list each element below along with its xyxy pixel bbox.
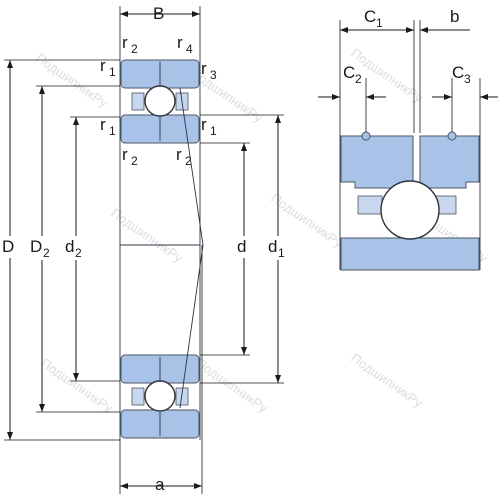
- inner-ring-detail: [340, 237, 480, 271]
- label-r3: r: [201, 59, 207, 78]
- svg-text:2: 2: [131, 42, 138, 56]
- svg-text:1: 1: [376, 16, 383, 30]
- svg-text:2: 2: [355, 72, 362, 86]
- cage-top-left: [131, 92, 145, 111]
- ball-bottom: [144, 380, 176, 412]
- contact-line-bottom: [179, 244, 204, 409]
- label-r2-top: r: [122, 33, 128, 52]
- label-r2-mid-left: r: [122, 145, 128, 164]
- svg-text:3: 3: [210, 68, 217, 82]
- label-C3: C: [452, 63, 464, 82]
- label-r1-top: r: [100, 56, 106, 75]
- label-r1-mid-right: r: [201, 115, 207, 134]
- svg-text:3: 3: [464, 72, 471, 86]
- label-r2-mid-right: r: [176, 145, 182, 164]
- label-D: D: [2, 237, 14, 256]
- label-B: B: [153, 4, 164, 23]
- label-d: d: [237, 237, 246, 256]
- label-a: a: [155, 475, 165, 494]
- label-C1: C: [364, 7, 376, 26]
- cage-bottom-left: [131, 387, 145, 406]
- svg-text:1: 1: [109, 124, 116, 138]
- dimension-lines-right: [318, 20, 498, 133]
- label-D2-sub: 2: [43, 246, 50, 260]
- ball-top: [144, 85, 176, 117]
- labels-left: B a D D 2 d 2 d d 1 r 2 r 4 r 1 r 3 r 1 …: [1, 4, 291, 494]
- cage-detail-left: [357, 195, 383, 215]
- bearing-section-left: [119, 59, 204, 440]
- label-D2: D: [30, 237, 42, 256]
- svg-text:4: 4: [186, 42, 193, 56]
- label-r4: r: [177, 33, 183, 52]
- outer-ring-left-half: [340, 135, 414, 189]
- label-d2: d: [65, 237, 74, 256]
- labels-right: C 1 b C 2 C 3: [343, 7, 471, 86]
- label-d1-sub: 1: [278, 246, 285, 260]
- outer-ring-right-half: [419, 135, 480, 189]
- svg-text:2: 2: [131, 154, 138, 168]
- contact-line-top: [179, 87, 204, 246]
- label-d1: d: [268, 237, 277, 256]
- label-b: b: [450, 7, 459, 26]
- label-C2: C: [343, 63, 355, 82]
- svg-text:1: 1: [109, 65, 116, 79]
- watermark: ПодшипникРу: [193, 355, 271, 416]
- label-d2-sub: 2: [75, 246, 82, 260]
- watermark: ПодшипникРу: [348, 350, 426, 411]
- ball-detail: [380, 180, 440, 240]
- watermark: ПодшипникРу: [38, 355, 116, 416]
- svg-text:2: 2: [185, 154, 192, 168]
- bearing-detail-right: [339, 131, 481, 271]
- svg-text:1: 1: [210, 124, 217, 138]
- label-r1-mid-left: r: [100, 115, 106, 134]
